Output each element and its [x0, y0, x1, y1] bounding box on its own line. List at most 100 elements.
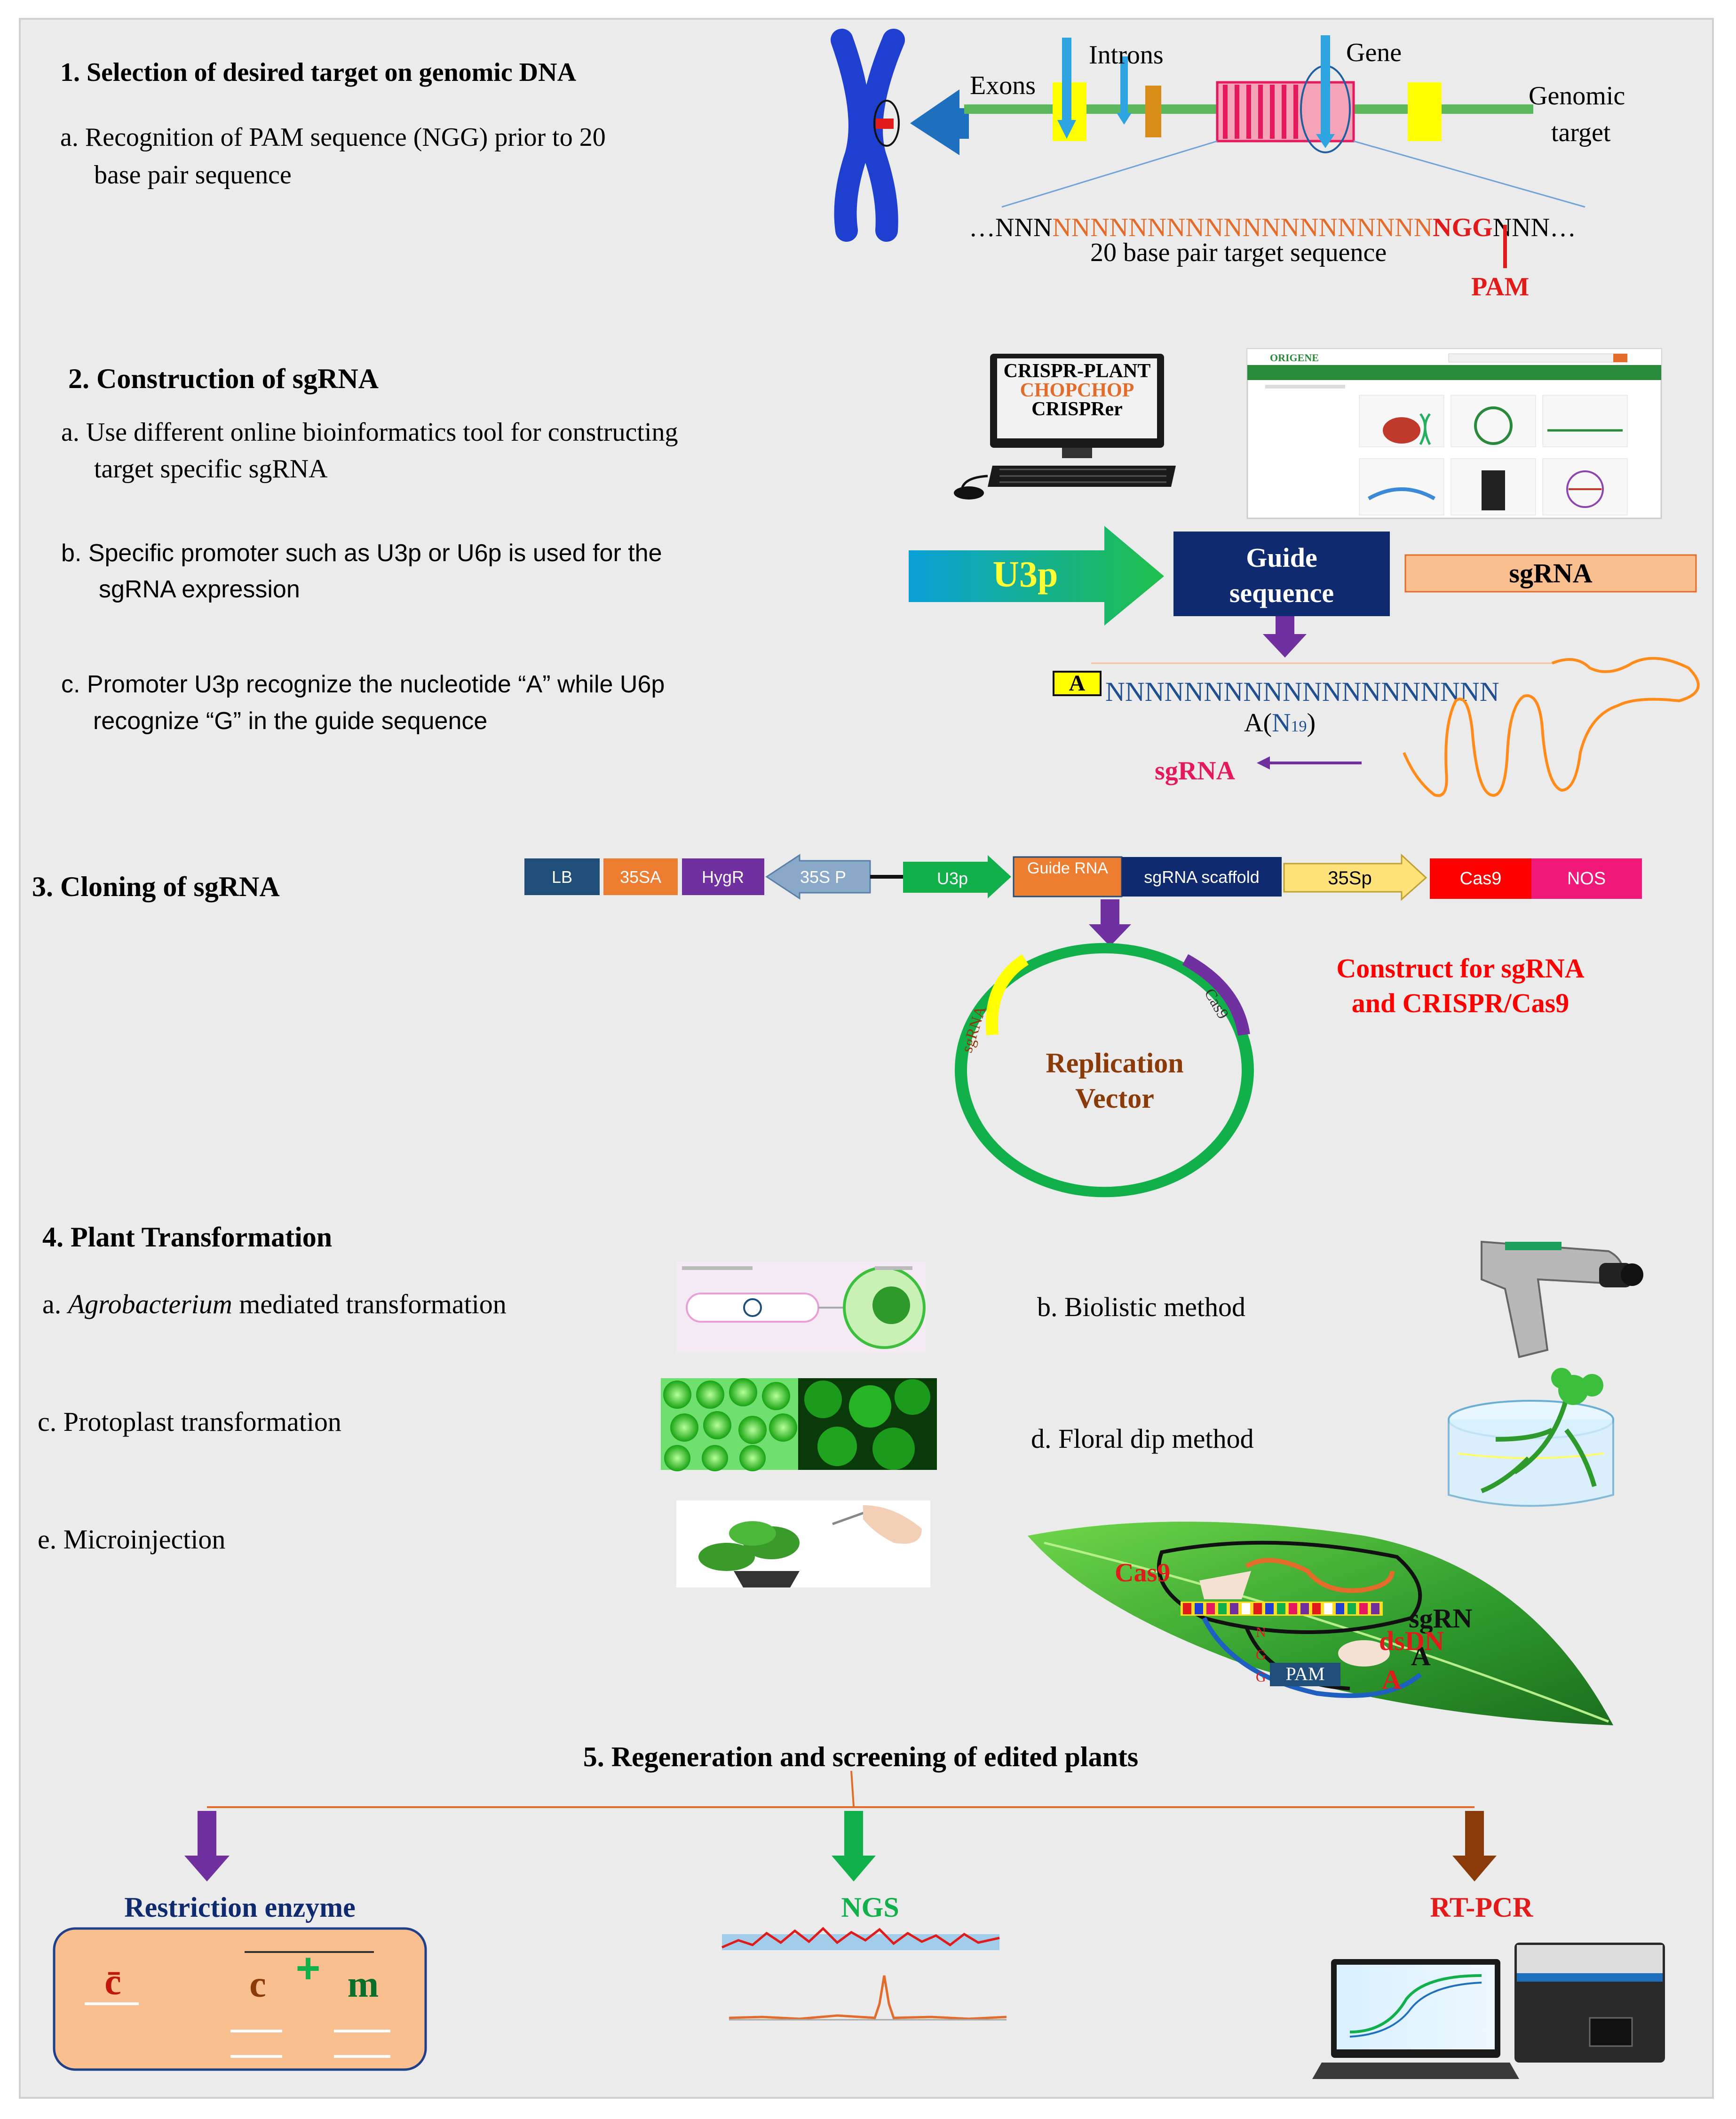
step2-a-line1: a. Use different online bioinformatics t… — [61, 418, 678, 447]
figure-panel — [19, 18, 1714, 2099]
svg-text:1. Selection of desired target: 1. Selection of desired target on genomi… — [60, 58, 577, 87]
sgrna-arrow-label: sgRNA — [1155, 756, 1236, 786]
pam-pointer — [1503, 225, 1507, 268]
branch-stem — [850, 1770, 855, 1807]
zoom-arrow-icon — [910, 89, 969, 155]
vector-down-arrow-icon — [1089, 899, 1131, 946]
a-nucleotide-box — [1053, 671, 1102, 696]
vector-label-2: Vector — [1075, 1083, 1154, 1114]
step5-title: 5. Regeneration and screening of edited … — [583, 1741, 1139, 1772]
construct-caption-2: and CRISPR/Cas9 — [1352, 988, 1570, 1018]
agrobacterium-image — [676, 1262, 926, 1353]
protoplast-image — [661, 1378, 937, 1471]
construct-linker — [870, 875, 903, 879]
segment-sgrna-scaffold — [1122, 857, 1282, 897]
pam-label: PAM — [1471, 272, 1529, 302]
step1-a-line1: a. Recognition of PAM sequence (NGG) pri… — [60, 123, 606, 152]
tool-crisprer: CRISPRer — [1031, 398, 1123, 420]
rtpcr-machine-icon — [1312, 1943, 1665, 2079]
step4-c: c. Protoplast transformation — [38, 1406, 341, 1437]
a-nucleotide: A — [1069, 671, 1086, 696]
segment-35sp-label: 35Sp — [1328, 868, 1371, 889]
seq-pam: NGG — [1433, 213, 1493, 242]
segment-u3p-label: U3p — [937, 869, 968, 888]
genomic-target-label-1: Genomic — [1529, 81, 1625, 111]
segment-35sa-label: 35SA — [620, 867, 661, 887]
seq-target: NNNNNNNNNNNNNNNNNNNN — [1052, 213, 1433, 242]
step4-d: d. Floral dip method — [1031, 1423, 1254, 1454]
segment-lb-label: LB — [552, 867, 572, 887]
segment-35sp — [1283, 853, 1427, 901]
tool-crispr-plant: CRISPR-PLANT — [1004, 360, 1151, 382]
sgrna-scaffold-squiggle — [1403, 657, 1700, 797]
computer-icon — [954, 354, 1176, 500]
introns-label: Introns — [1089, 40, 1164, 70]
step4-e: e. Microinjection — [38, 1524, 225, 1555]
gene-block — [1216, 65, 1355, 153]
ngs-label: NGS — [841, 1892, 899, 1923]
segment-35sp-rev-label: 35S P — [800, 867, 846, 887]
step2-b-line1: b. Specific promoter such as U3p or U6p … — [61, 540, 662, 567]
rtpcr-label: RT-PCR — [1430, 1892, 1533, 1923]
step2-c-line2: recognize “G” in the guide sequence — [93, 707, 487, 735]
segment-lb — [524, 858, 600, 895]
rtpcr-arrow-icon — [1452, 1811, 1497, 1881]
step4-b: b. Biolistic method — [1037, 1292, 1245, 1322]
step2-a-line2: target specific sgRNA — [94, 454, 328, 484]
segment-cas9-label: Cas9 — [1460, 869, 1502, 889]
purple-down-arrow-icon — [1263, 616, 1307, 658]
u3p-promoter-arrow — [909, 526, 1164, 626]
step2-b-line2: sgRNA expression — [99, 576, 300, 603]
step2-c-line1: c. Promoter U3p recognize the nucleotide… — [61, 671, 665, 698]
segment-35sa — [603, 858, 678, 895]
a-n19-formula: A(N19) — [1244, 708, 1316, 738]
exons-label: Exons — [970, 71, 1036, 100]
segment-sgrna-scaffold-label: sgRNA scaffold — [1144, 867, 1259, 887]
target-caption: 20 base pair target sequence — [1090, 238, 1387, 267]
step4-section: 4. Plant Transformation a. Agrobacterium… — [38, 1222, 1643, 1725]
guide-nnn-sequence: NNNNNNNNNNNNNNNNNNNN — [1105, 676, 1499, 707]
leaf-ngg-g1: G — [1256, 1647, 1266, 1663]
left-arrow-icon — [1257, 756, 1362, 770]
replication-vector — [955, 943, 1254, 1198]
sgrna-box-label: sgRNA — [1509, 558, 1592, 588]
ngs-arrow-icon — [832, 1811, 876, 1881]
chromosome-icon — [831, 29, 905, 242]
step4-title: 4. Plant Transformation — [42, 1222, 332, 1253]
leaf-pam-label: PAM — [1285, 1663, 1324, 1684]
guide-line2: sequence — [1229, 578, 1334, 608]
leaf-dsdna-label: dsDN — [1379, 1626, 1444, 1656]
leaf-cas9-label: Cas9 — [1115, 1558, 1170, 1587]
step3-section: 3. Cloning of sgRNA LB 35SA HygR 35S P U… — [32, 853, 1642, 1198]
segment-nos — [1531, 858, 1642, 899]
leaf-dsdna-label-a: A — [1382, 1664, 1402, 1695]
step5-section: 5. Regeneration and screening of edited … — [53, 1741, 1665, 2079]
genomic-target-label-2: target — [1551, 118, 1611, 147]
segment-hygr-label: HygR — [702, 867, 744, 887]
origene-website-thumbnail: ORIGENE — [1246, 348, 1662, 519]
u3p-label: U3p — [993, 554, 1058, 595]
step1-section: 1. Selection of desired target on genomi… — [60, 29, 1625, 302]
gel-lane-control: c̄ — [104, 1961, 121, 2003]
construct-caption-1: Construct for sgRNA — [1336, 953, 1584, 984]
segment-guide-rna-label: Guide RNA — [1027, 859, 1108, 877]
exon-arrow-icon — [1057, 38, 1076, 139]
gene-gun-icon — [1481, 1240, 1643, 1358]
gel-lane-c: c — [249, 1964, 266, 2005]
step2-section: 2. Construction of sgRNA a. Use differen… — [61, 348, 1700, 797]
ngs-trace-image — [721, 1927, 1007, 2021]
gene-label: Gene — [1346, 38, 1402, 67]
exon-2 — [1408, 82, 1442, 141]
guide-sequence-box — [1173, 532, 1390, 616]
gel-lane-m: m — [348, 1964, 379, 2005]
leaf-illustration — [1028, 1522, 1613, 1725]
restriction-gel-box — [53, 1927, 427, 2071]
intron-arrow-icon — [1117, 56, 1132, 125]
gel-plus: + — [296, 1945, 321, 1992]
tool-chopchop: CHOPCHOP — [1020, 380, 1134, 401]
seq-prefix: …NNN — [969, 213, 1052, 242]
leaf-sgrna-label: sgRN — [1409, 1603, 1472, 1634]
sgrna-box — [1404, 554, 1697, 593]
leaf-ngg-n: N — [1256, 1625, 1266, 1640]
